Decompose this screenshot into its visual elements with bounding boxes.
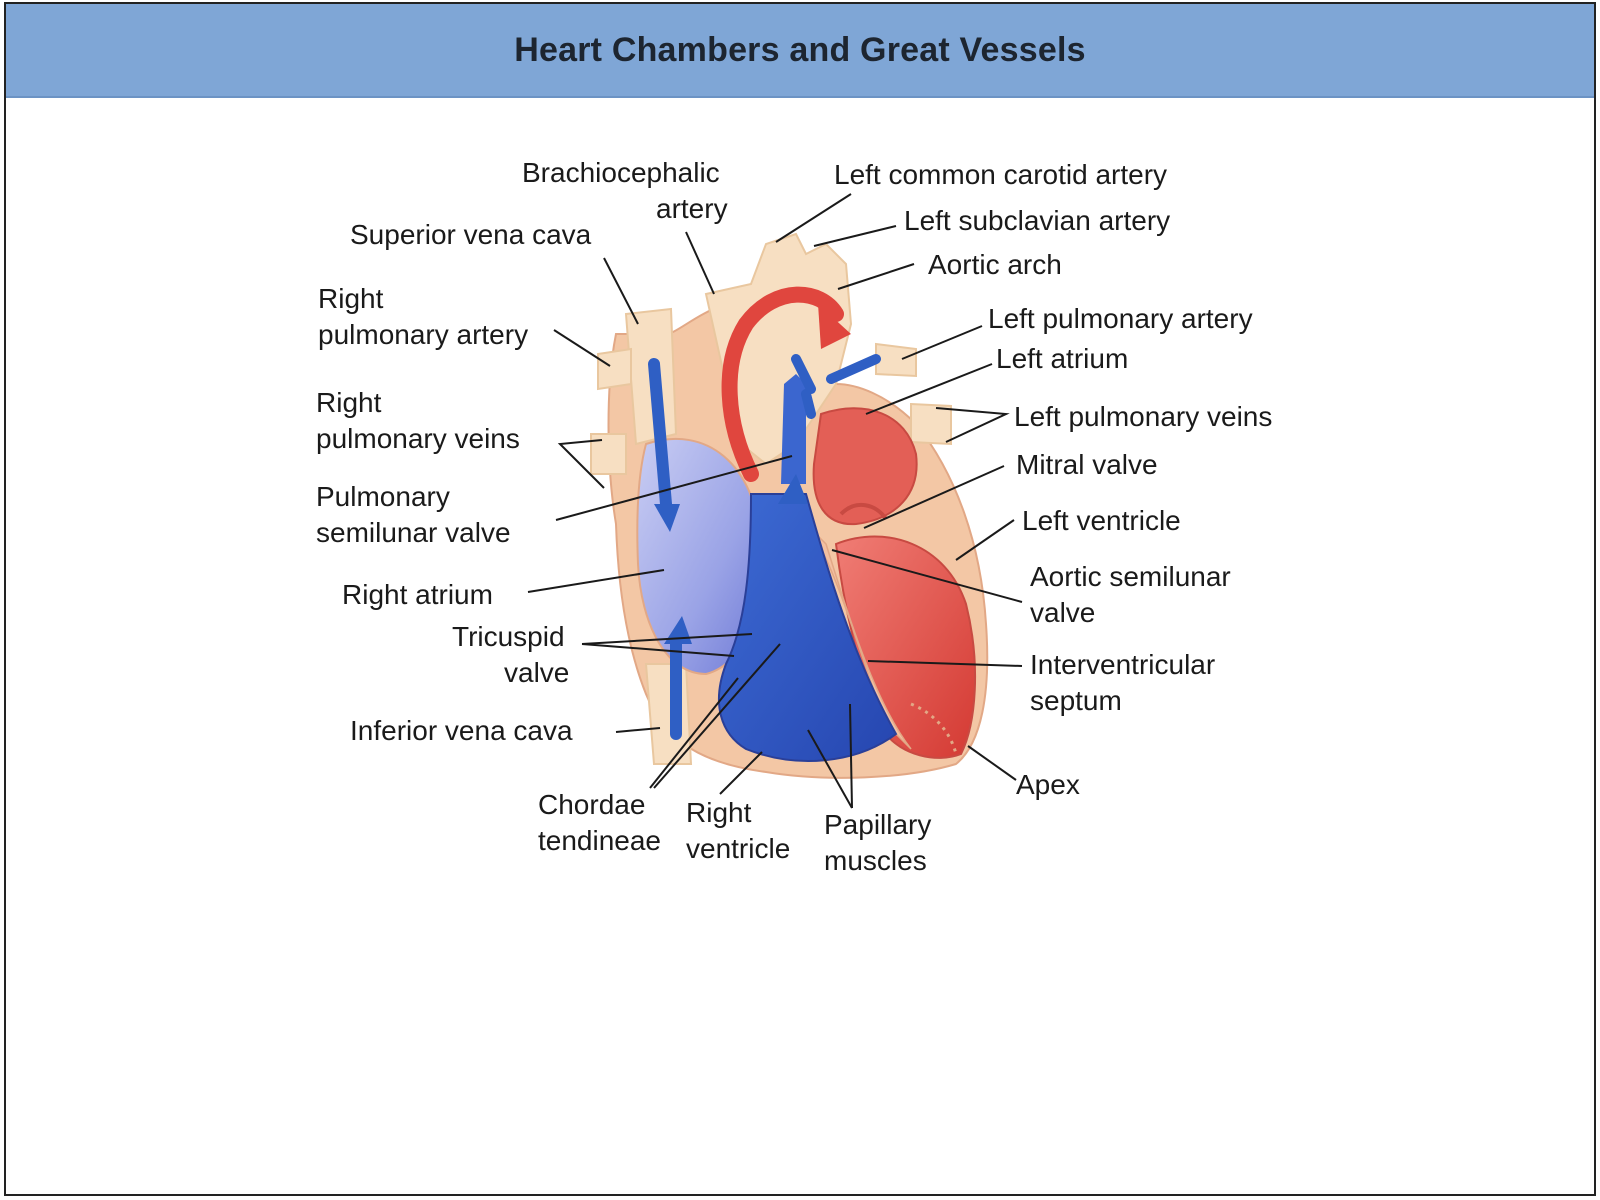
labels: Brachiocephalic artery Left common carot… [316, 157, 1272, 876]
label-right-pulmonary-veins-line2: pulmonary veins [316, 423, 520, 454]
label-tricuspid-line1: Tricuspid [452, 621, 565, 652]
label-left-ventricle: Left ventricle [1022, 505, 1181, 536]
label-brachiocephalic-line2: artery [656, 193, 728, 224]
leader-apex [967, 745, 1017, 781]
label-inferior-vena-cava: Inferior vena cava [350, 715, 573, 746]
leader-tricuspid-1 [581, 633, 753, 645]
right-ventricle-shape [718, 493, 898, 762]
leader-right-pulmonary-veins [557, 439, 605, 489]
leader-right-atrium [527, 569, 665, 593]
heart-diagram: Brachiocephalic artery Left common carot… [316, 157, 1272, 876]
label-tricuspid-line2: valve [504, 657, 569, 688]
label-left-atrium: Left atrium [996, 343, 1128, 374]
aortic-flow-arrow [721, 286, 844, 482]
heart-illustration [590, 232, 989, 779]
label-aortic-semilunar-line2: valve [1030, 597, 1095, 628]
leader-chordae-2 [653, 643, 781, 789]
left-atrium-shape [812, 407, 918, 526]
leader-papillary-1 [807, 729, 853, 809]
leader-chordae-1 [649, 677, 739, 789]
leader-brachiocephalic [685, 231, 715, 295]
leader-tricuspid-2 [581, 643, 735, 657]
right-pulmonary-stubs [590, 347, 632, 475]
slide: Heart Chambers and Great Vessels [4, 2, 1596, 1196]
label-aortic-arch: Aortic arch [928, 249, 1062, 280]
label-right-ventricle-line1: Right [686, 797, 752, 828]
septum-shape [805, 523, 912, 750]
page-title: Heart Chambers and Great Vessels [514, 30, 1086, 69]
label-superior-vena-cava: Superior vena cava [350, 219, 592, 250]
label-right-pulmonary-veins-line1: Right [316, 387, 382, 418]
label-papillary-line2: muscles [824, 845, 927, 876]
label-pulmonary-semilunar-line1: Pulmonary [316, 481, 450, 512]
leader-papillary-2 [849, 703, 853, 809]
label-papillary-line1: Papillary [824, 809, 931, 840]
leader-left-common-carotid [775, 193, 852, 243]
label-right-atrium: Right atrium [342, 579, 493, 610]
label-interventricular-line2: septum [1030, 685, 1122, 716]
svc-flow-arrow [648, 358, 672, 510]
leader-aortic-arch [837, 263, 915, 290]
label-left-common-carotid: Left common carotid artery [834, 159, 1167, 190]
leader-inferior-vena-cava [615, 727, 661, 733]
leader-left-pulmonary-artery [901, 325, 983, 360]
leader-left-atrium [865, 363, 993, 415]
leader-left-subclavian [813, 225, 897, 247]
leader-lines [527, 193, 1023, 809]
label-interventricular-line1: Interventricular [1030, 649, 1215, 680]
label-right-pulmonary-artery-line1: Right [318, 283, 384, 314]
label-left-pulmonary-veins: Left pulmonary veins [1014, 401, 1272, 432]
mitral-valve-shape [839, 503, 888, 521]
pulmonary-trunk-shape [781, 374, 806, 484]
label-right-pulmonary-artery-line2: pulmonary artery [318, 319, 528, 350]
leader-right-ventricle [719, 751, 763, 795]
label-apex: Apex [1016, 769, 1080, 800]
pulmonary-branch-arrows [791, 354, 881, 419]
inferior-vena-cava-shape [644, 663, 693, 765]
label-brachiocephalic-line1: Brachiocephalic [522, 157, 720, 188]
leader-pulmonary-semilunar [555, 455, 793, 521]
svc-flow-arrowhead [654, 504, 680, 532]
leader-right-pulmonary-artery [553, 329, 611, 367]
label-right-ventricle-line2: ventricle [686, 833, 790, 864]
aortic-flow-arrowhead [818, 304, 851, 349]
leader-left-pulmonary-veins [935, 407, 1010, 443]
leader-aortic-semilunar [831, 549, 1023, 603]
label-mitral-valve: Mitral valve [1016, 449, 1158, 480]
title-bar: Heart Chambers and Great Vessels [6, 4, 1594, 98]
leader-left-ventricle [955, 519, 1015, 561]
leader-superior-vena-cava [603, 257, 639, 325]
leader-mitral-valve [863, 465, 1005, 529]
leader-interventricular-septum [867, 660, 1023, 667]
label-aortic-semilunar-line1: Aortic semilunar [1030, 561, 1231, 592]
label-pulmonary-semilunar-line2: semilunar valve [316, 517, 511, 548]
label-left-pulmonary-artery: Left pulmonary artery [988, 303, 1253, 334]
label-chordae-line1: Chordae [538, 789, 645, 820]
rv-outflow-arrowhead [778, 474, 808, 504]
label-left-subclavian: Left subclavian artery [904, 205, 1170, 236]
label-chordae-line2: tendineae [538, 825, 661, 856]
